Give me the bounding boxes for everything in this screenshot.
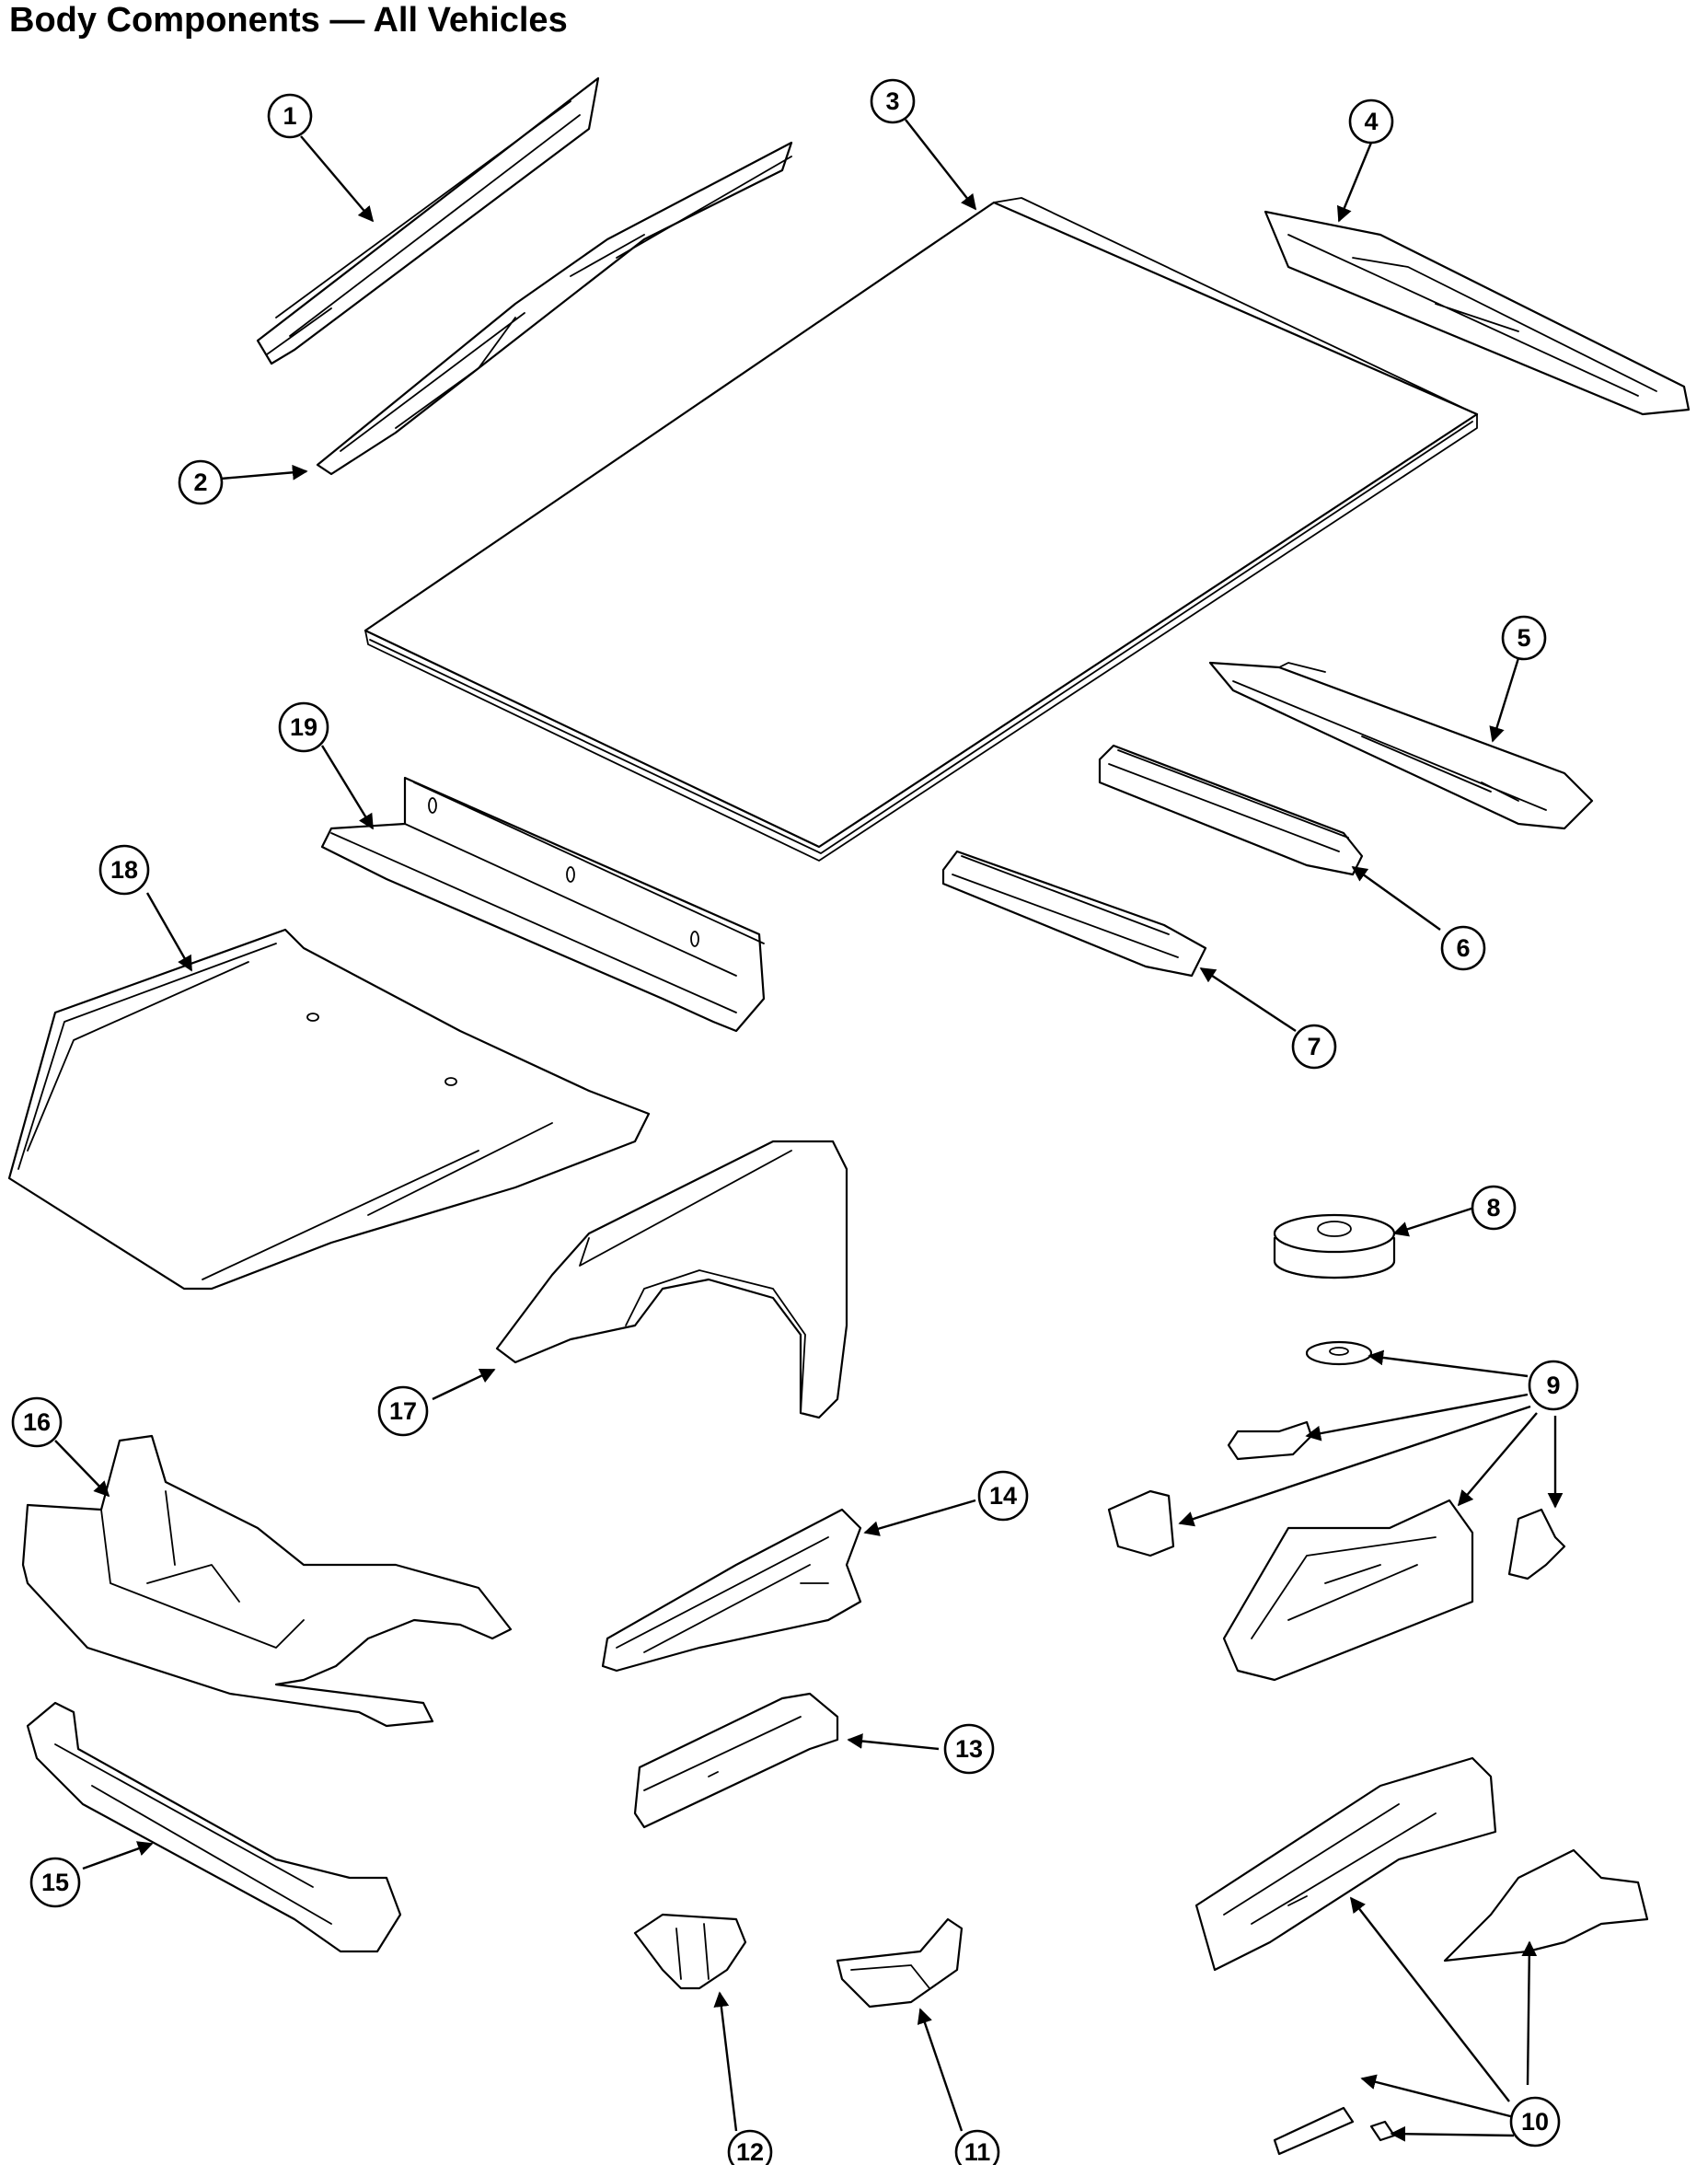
part-6-crossmember [1098,744,1364,876]
callout-11: 11 [954,2129,1000,2165]
callout-19: 19 [278,701,329,753]
part-5-crossmember [1208,661,1594,830]
svg-text:16: 16 [23,1408,51,1436]
svg-text:1: 1 [283,102,296,130]
svg-text:11: 11 [964,2138,991,2165]
callout-4: 4 [1348,98,1394,145]
svg-text:9: 9 [1546,1372,1560,1399]
svg-text:15: 15 [41,1869,69,1896]
part-14-rail [601,1508,862,1673]
callout-16: 16 [11,1396,63,1448]
svg-text:13: 13 [955,1735,983,1763]
callout-10: 10 [1509,2096,1561,2148]
part-17-fender [495,1140,848,1419]
callout-3: 3 [870,78,916,124]
callout-17: 17 [377,1385,429,1437]
part-18-hood [7,928,651,1291]
part-1-rail [256,76,600,365]
part-2-rail [316,141,793,476]
part-10-group [1194,1756,1649,2156]
svg-text:18: 18 [110,856,138,884]
callout-13: 13 [943,1723,995,1775]
callout-7: 7 [1291,1024,1337,1070]
svg-text:6: 6 [1456,934,1470,962]
callout-1: 1 [267,93,313,139]
callout-15: 15 [29,1857,81,1908]
callout-9: 9 [1528,1360,1579,1411]
svg-text:5: 5 [1517,624,1530,652]
leader-lines [54,119,1564,2142]
part-9-group [1107,1340,1566,1682]
svg-text:17: 17 [389,1397,417,1425]
part-3-roof-panel [364,197,1479,862]
svg-text:12: 12 [736,2138,764,2165]
part-4-rail [1264,210,1691,416]
callout-6: 6 [1440,925,1486,971]
svg-text:3: 3 [885,87,899,115]
part-16-support [21,1434,513,1728]
svg-text:19: 19 [290,713,317,741]
callout-8: 8 [1471,1185,1517,1231]
part-13-rail [633,1692,839,1829]
part-15-support [26,1701,402,1953]
callout-12: 12 [727,2129,773,2165]
svg-text:4: 4 [1364,108,1378,135]
callout-14: 14 [977,1470,1029,1522]
callout-18: 18 [98,844,150,896]
part-11-bracket [836,1917,964,2009]
svg-text:10: 10 [1521,2108,1549,2136]
part-12-bracket [633,1913,747,1990]
callout-5: 5 [1501,615,1547,661]
part-7-crossmember [941,850,1207,978]
svg-text:8: 8 [1486,1194,1500,1221]
svg-text:7: 7 [1307,1033,1321,1060]
part-19-panel [320,776,766,1033]
svg-text:2: 2 [193,469,207,496]
part-8-mount [1273,1213,1396,1279]
svg-text:14: 14 [989,1482,1017,1510]
callout-2: 2 [178,459,224,505]
page-title: Body Components — All Vehicles [9,1,568,40]
